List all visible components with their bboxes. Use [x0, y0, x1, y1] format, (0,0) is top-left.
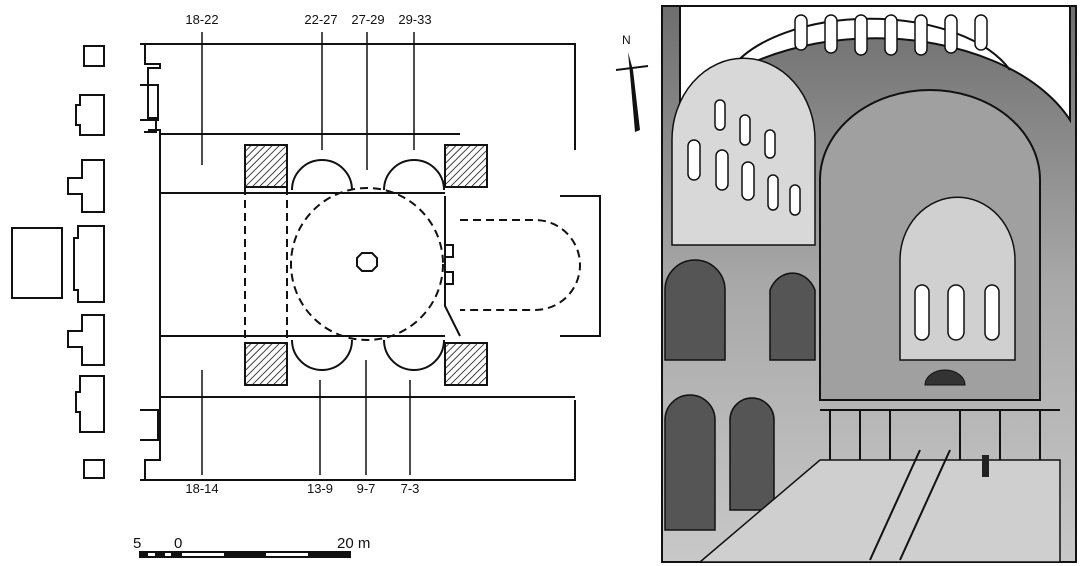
interior-illustration: [661, 5, 1077, 563]
scale-bar: 5 0 20 m: [133, 535, 370, 558]
section-label: 27-29: [351, 12, 384, 27]
outer-blocks: [11, 45, 105, 479]
section-label: 18-14: [185, 481, 218, 496]
building-walls: [140, 43, 601, 481]
north-arrow-icon: N: [615, 33, 649, 132]
dome-outline: [244, 187, 581, 343]
section-label: 22-27: [304, 12, 337, 27]
section-label: 9-7: [357, 481, 376, 496]
svg-text:0: 0: [174, 535, 182, 552]
hatched-piers: [244, 144, 488, 386]
section-label: 29-33: [398, 12, 431, 27]
section-label: 18-22: [185, 12, 218, 27]
ambo: [356, 252, 378, 272]
svg-text:5: 5: [133, 535, 141, 552]
svg-text:20 m: 20 m: [337, 535, 370, 552]
exedrae: [291, 159, 445, 371]
svg-text:N: N: [622, 33, 631, 47]
section-lines: [201, 32, 415, 475]
section-label: 13-9: [307, 481, 333, 496]
section-label: 7-3: [401, 481, 420, 496]
